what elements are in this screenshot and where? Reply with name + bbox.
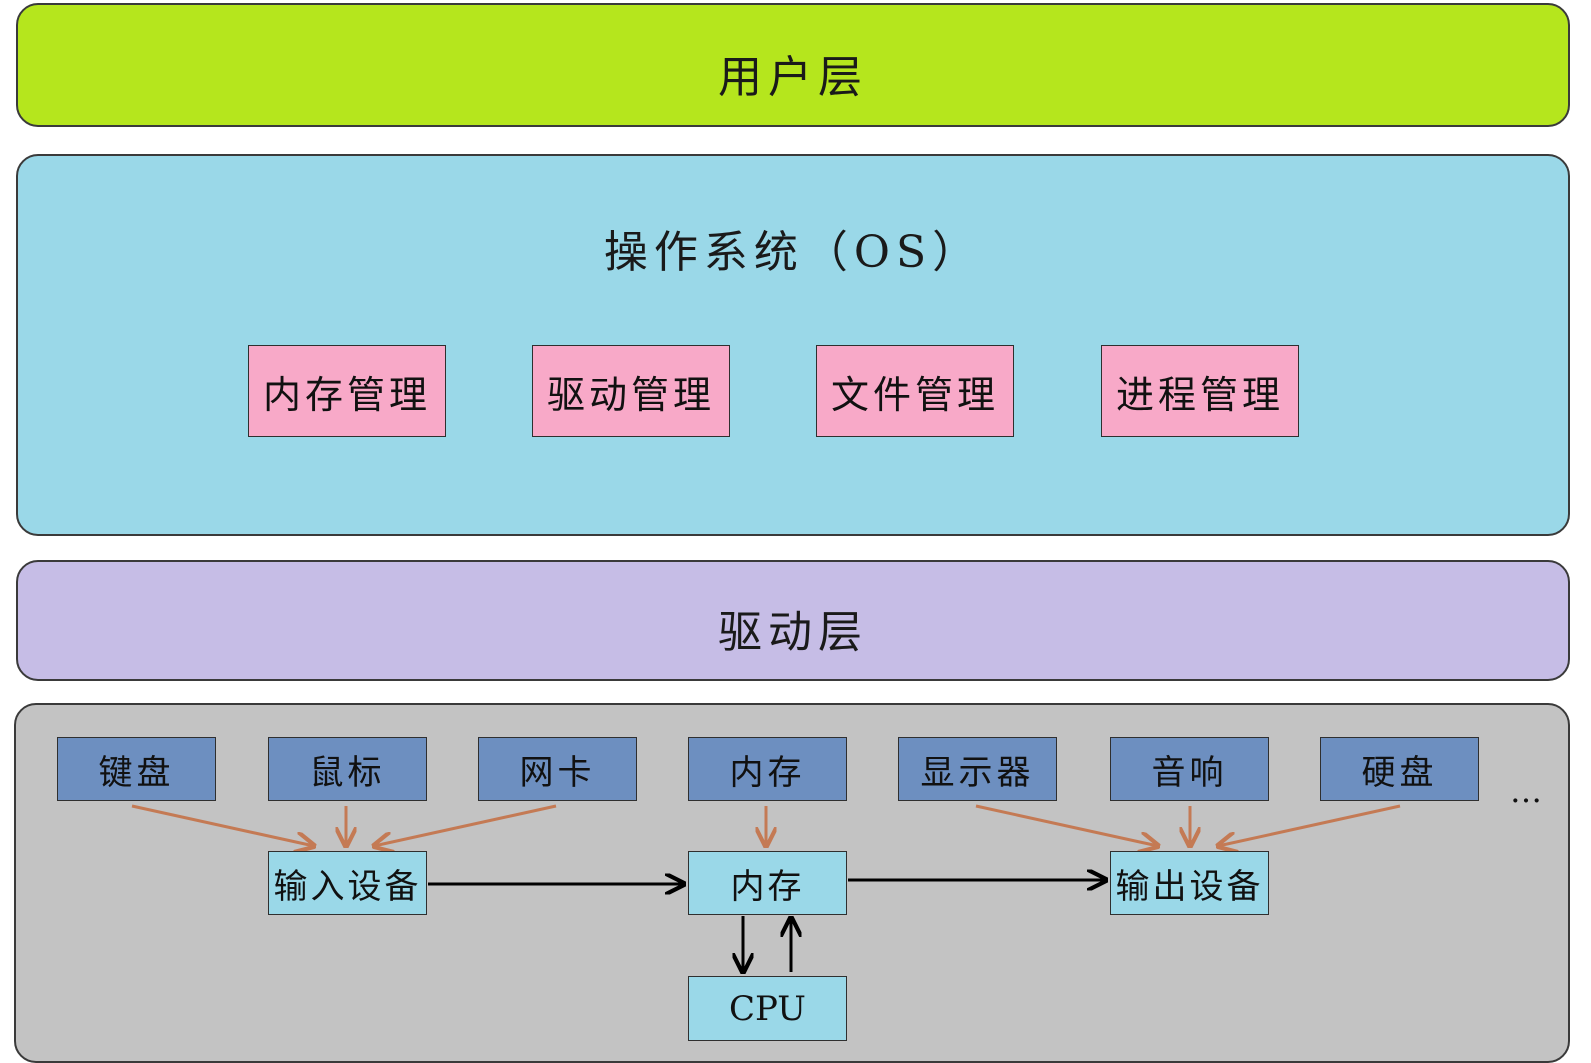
device-nic: 网卡 [478,737,637,801]
os-module-driver-management: 驱动管理 [532,345,730,437]
os-module-memory-management: 内存管理 [248,345,446,437]
user-layer-title: 用户层 [718,52,868,103]
os-module-process-management: 进程管理 [1101,345,1299,437]
node-memory: 内存 [688,851,847,915]
node-output-devices: 输出设备 [1110,851,1269,915]
device-speaker: 音响 [1110,737,1269,801]
os-module-file-management: 文件管理 [816,345,1014,437]
driver-layer-title: 驱动层 [718,607,868,658]
device-keyboard: 键盘 [57,737,216,801]
device-hard-disk: 硬盘 [1320,737,1479,801]
node-input-devices: 输入设备 [268,851,427,915]
device-memory: 内存 [688,737,847,801]
node-cpu: CPU [688,976,847,1041]
device-mouse: 鼠标 [268,737,427,801]
user-layer: 用户层 [16,3,1570,127]
device-display: 显示器 [898,737,1057,801]
driver-layer: 驱动层 [16,560,1570,681]
os-layer-title: 操作系统（OS） [603,227,983,278]
more-devices-ellipsis: … [1510,772,1544,810]
